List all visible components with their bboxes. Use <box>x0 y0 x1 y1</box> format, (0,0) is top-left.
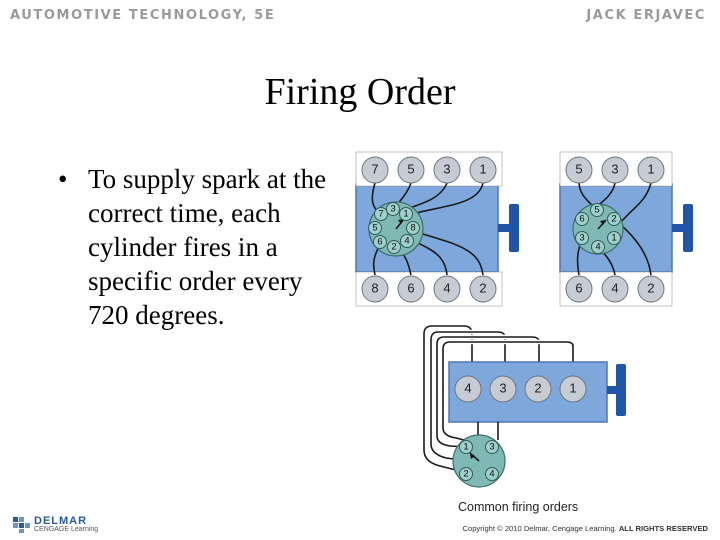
v8-cylinder-label: 8 <box>371 280 378 295</box>
delmar-logo-icon <box>13 517 30 533</box>
v6-cylinder-label: 6 <box>575 280 582 295</box>
v6-top-cylinders: 5 3 1 <box>565 156 665 184</box>
inline4-cylinder-label: 2 <box>534 380 541 395</box>
copyright-notice: Copyright © 2010 Delmar, Cengage Learnin… <box>463 524 709 533</box>
inline4-terminal-label: 1 <box>463 442 468 453</box>
copyright-suffix: ALL RIGHTS RESERVED <box>618 524 708 533</box>
v6-terminal-label: 1 <box>611 233 616 244</box>
v8-cylinder-label: 1 <box>479 161 486 176</box>
inline4-cylinder-label: 1 <box>569 380 576 395</box>
copyright-prefix: Copyright © 2010 Delmar, Cengage Learnin… <box>462 524 617 533</box>
inline4-terminal-label: 4 <box>489 469 494 480</box>
logo-text-secondary: CENGAGE Learning <box>34 526 99 533</box>
inline4-cylinder-label: 3 <box>499 380 506 395</box>
v8-pulley <box>509 204 519 252</box>
v8-terminal-label: 6 <box>377 237 382 248</box>
inline4-engine-diagram: 4 3 2 1 1 3 2 4 <box>421 323 626 488</box>
v8-terminal-label: 8 <box>410 223 415 234</box>
v6-bottom-cylinders: 6 4 2 <box>565 275 665 303</box>
v8-bottom-cylinders: 8 6 4 2 <box>361 275 497 303</box>
inline4-cylinders: 4 3 2 1 <box>454 375 587 403</box>
v6-pulley <box>683 204 693 252</box>
v6-cylinder-label: 5 <box>575 161 582 176</box>
v6-terminal-label: 5 <box>594 205 599 216</box>
v8-cylinder-label: 2 <box>479 280 486 295</box>
v8-top-cylinders: 7 5 3 1 <box>361 156 497 184</box>
v8-terminal-label: 7 <box>378 209 383 220</box>
inline4-terminal-label: 3 <box>489 442 494 453</box>
inline4-pulley <box>616 364 626 416</box>
v8-cylinder-label: 4 <box>443 280 450 295</box>
v8-terminal-label: 2 <box>391 242 396 253</box>
v8-terminal-label: 4 <box>404 236 409 247</box>
diagram-caption: Common firing orders <box>458 500 579 514</box>
v8-engine-diagram: 7 3 1 5 8 6 2 4 7 5 3 1 8 6 4 2 <box>355 151 519 307</box>
v8-cylinder-label: 6 <box>407 280 414 295</box>
v6-terminal-label: 4 <box>595 242 600 253</box>
v8-terminal-label: 1 <box>403 209 408 220</box>
inline4-cap-terminals: 1 3 2 4 <box>459 440 499 481</box>
v6-cylinder-label: 4 <box>611 280 618 295</box>
v6-cylinder-label: 1 <box>647 161 654 176</box>
inline4-terminal-label: 2 <box>463 469 468 480</box>
logo-text-primary: DELMAR <box>34 515 88 527</box>
slide-title: Firing Order <box>264 71 456 113</box>
book-title-header: AUTOMOTIVE TECHNOLOGY, 5E <box>10 8 276 23</box>
v6-cap-terminals: 5 6 2 3 1 4 <box>575 203 621 254</box>
v6-terminal-label: 3 <box>579 233 584 244</box>
v8-terminal-label: 5 <box>372 223 377 234</box>
v8-cylinder-label: 3 <box>443 161 450 176</box>
inline4-cylinder-label: 4 <box>464 380 471 395</box>
v6-terminal-label: 6 <box>579 214 584 225</box>
v8-cylinder-label: 5 <box>407 161 414 176</box>
delmar-logo: DELMAR CENGAGE Learning <box>12 514 112 536</box>
v6-cylinder-label: 2 <box>647 280 654 295</box>
v6-terminal-label: 2 <box>611 214 616 225</box>
v8-cap-terminals: 7 3 1 5 8 6 2 4 <box>368 202 420 254</box>
author-header: JACK ERJAVEC <box>586 8 706 23</box>
bullet-symbol: • <box>58 164 68 194</box>
v6-cylinder-label: 3 <box>611 161 618 176</box>
v8-cylinder-label: 7 <box>371 161 378 176</box>
v6-engine-diagram: 5 6 2 3 1 4 5 3 1 6 4 2 <box>559 151 693 307</box>
inline4-plug-wires <box>421 323 576 473</box>
v8-terminal-label: 3 <box>390 204 395 215</box>
bullet-text: To supply spark at the correct time, eac… <box>88 164 327 330</box>
